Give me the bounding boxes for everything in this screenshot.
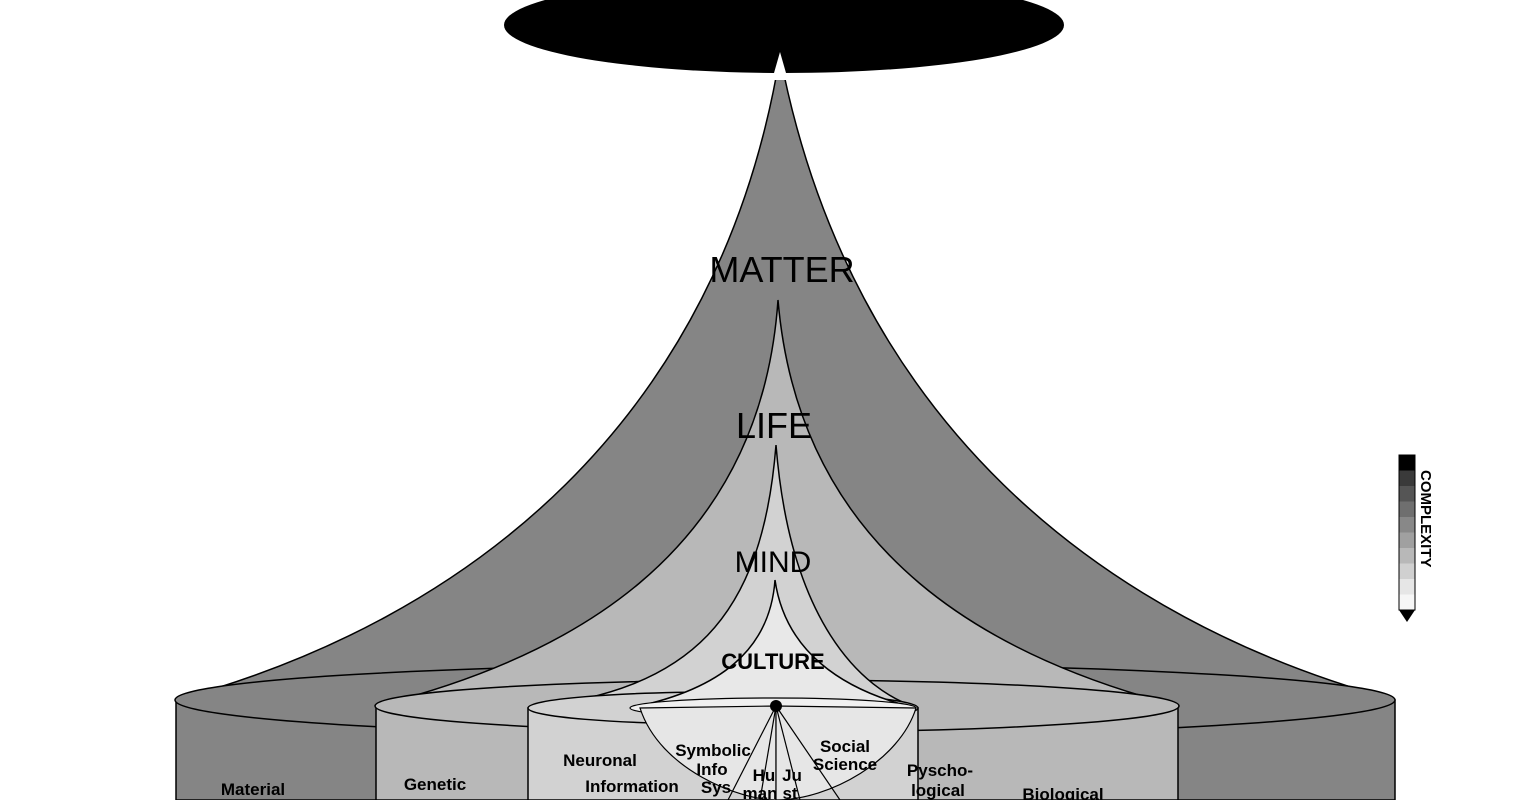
complexity-shade-step: [1399, 501, 1415, 518]
symbolic-label-1: Symbolic: [675, 741, 751, 760]
material-label: Material: [221, 780, 285, 799]
social-label-2: Science: [813, 755, 877, 774]
social-label-1: Social: [820, 737, 870, 756]
human-label-1: Hu: [753, 766, 776, 785]
genetic-label: Genetic: [404, 775, 466, 794]
center-line-4: [775, 705, 841, 800]
social-lobe: [775, 705, 917, 800]
center-dot: [770, 700, 782, 712]
complexity-gradient-bar: [1398, 454, 1416, 611]
apex-notch: [772, 52, 788, 80]
human-label-2: man: [743, 784, 778, 800]
information-label: Information: [585, 777, 679, 796]
complexity-shade-step: [1399, 455, 1415, 471]
complexity-shade-step: [1399, 470, 1415, 487]
just-label-2: st: [782, 784, 797, 800]
energy-ellipse: [504, 0, 1064, 73]
psychological-label-1: Pyscho-: [907, 761, 973, 780]
just-label-1: Ju: [782, 766, 802, 785]
complexity-shade-step: [1399, 486, 1415, 502]
neuronal-label: Neuronal: [563, 751, 637, 770]
psychological-label-2: logical: [911, 781, 965, 800]
complexity-shade-step: [1399, 579, 1415, 595]
complexity-shade-step: [1399, 563, 1415, 580]
complexity-shade-step: [1399, 517, 1415, 533]
mind-label: MIND: [735, 546, 812, 579]
complexity-legend: COMPLEXITY: [1398, 454, 1434, 622]
matter-label: MATTER: [709, 249, 854, 290]
symbolic-label-3: Sys: [701, 778, 731, 797]
center-line-2: [759, 705, 777, 800]
complexity-shade-step: [1399, 594, 1415, 611]
complexity-arrow: [1399, 610, 1415, 622]
complexity-label: COMPLEXITY: [1417, 470, 1434, 568]
symbolic-label-2: Info: [696, 760, 727, 779]
complexity-shade-step: [1399, 532, 1415, 549]
culture-label: CULTURE: [721, 649, 824, 674]
life-label: LIFE: [736, 405, 812, 446]
complexity-shade-step: [1399, 548, 1415, 564]
biological-label: Biological: [1022, 785, 1103, 800]
center-line-1: [727, 705, 777, 800]
center-line-3: [775, 705, 801, 800]
